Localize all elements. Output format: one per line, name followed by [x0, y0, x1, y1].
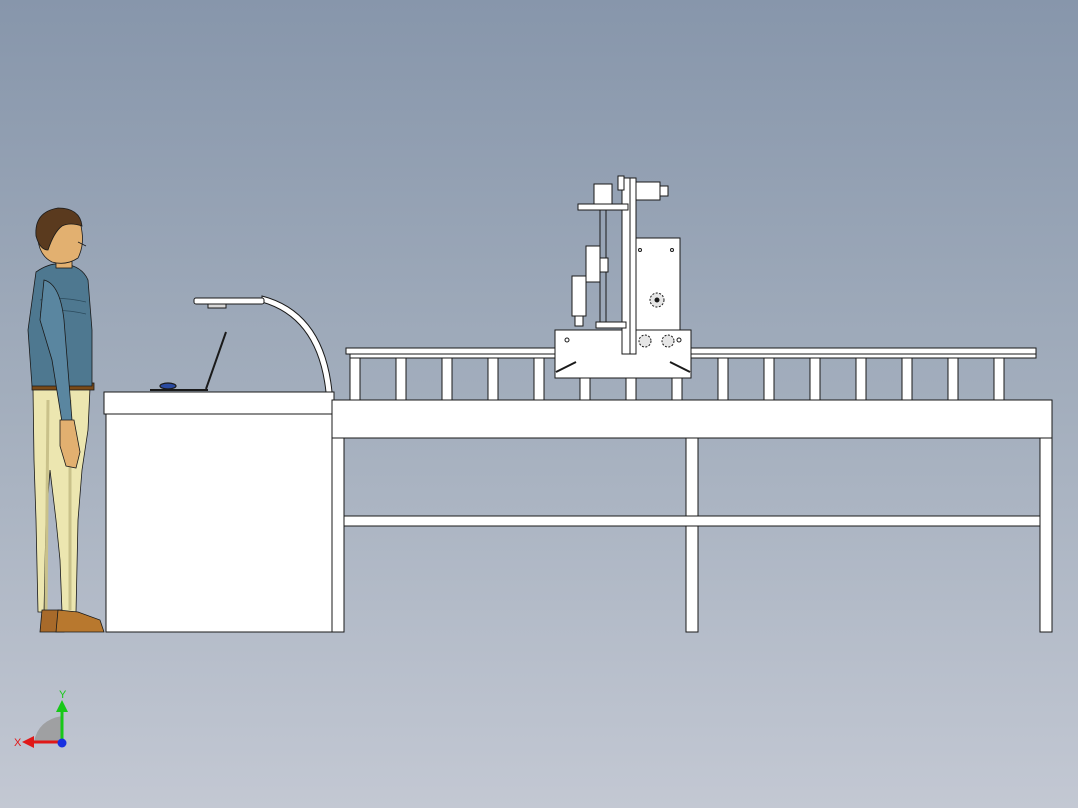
- frame-top-beam: [331, 399, 1053, 439]
- triad-x-label: X: [14, 737, 22, 749]
- rail-post: [395, 357, 407, 401]
- z-axis-dot-icon: [57, 738, 67, 748]
- x-axis-arrow-icon: [22, 736, 34, 748]
- frame-leg-left: [331, 437, 345, 633]
- rail-post: [855, 357, 867, 401]
- laptop: [150, 331, 227, 391]
- frame-leg-mid: [685, 437, 699, 633]
- triad-plane: [34, 716, 62, 742]
- rail-post: [441, 357, 453, 401]
- rail-post: [947, 357, 959, 401]
- small-motor: [593, 183, 613, 205]
- frame-stretcher: [343, 515, 1041, 527]
- rail-post: [901, 357, 913, 401]
- gantry-head: [554, 175, 692, 379]
- rail-post: [533, 357, 545, 401]
- gear-icon: [661, 334, 675, 348]
- rail-post: [993, 357, 1005, 401]
- machine-frame: [331, 399, 1053, 633]
- frame-leg-right: [1039, 437, 1053, 633]
- desk-top: [103, 391, 335, 415]
- axis-triad: Y X: [14, 689, 68, 749]
- human-hair: [35, 207, 83, 251]
- desk-body: [105, 413, 333, 633]
- human-arm: [39, 279, 73, 423]
- triad-y-label: Y: [59, 689, 67, 701]
- spindle: [571, 275, 587, 317]
- rail-post: [717, 357, 729, 401]
- lamp-neck: [261, 295, 333, 393]
- rail-post: [349, 357, 361, 401]
- human-figure: [27, 207, 105, 633]
- rail-post: [487, 357, 499, 401]
- human-hand: [59, 419, 81, 469]
- arm-bracket: [577, 203, 629, 211]
- control-desk: [103, 391, 335, 633]
- rail-post: [809, 357, 821, 401]
- gear-icon: [638, 334, 652, 348]
- rail-post: [763, 357, 775, 401]
- human-shoe-front: [55, 609, 105, 633]
- gearbox-plate: [633, 237, 681, 331]
- lamp-head: [193, 297, 265, 305]
- gooseneck-lamp: [193, 295, 333, 393]
- top-motor: [635, 181, 661, 201]
- y-axis-arrow-icon: [56, 700, 68, 712]
- mouse-icon: [159, 382, 177, 390]
